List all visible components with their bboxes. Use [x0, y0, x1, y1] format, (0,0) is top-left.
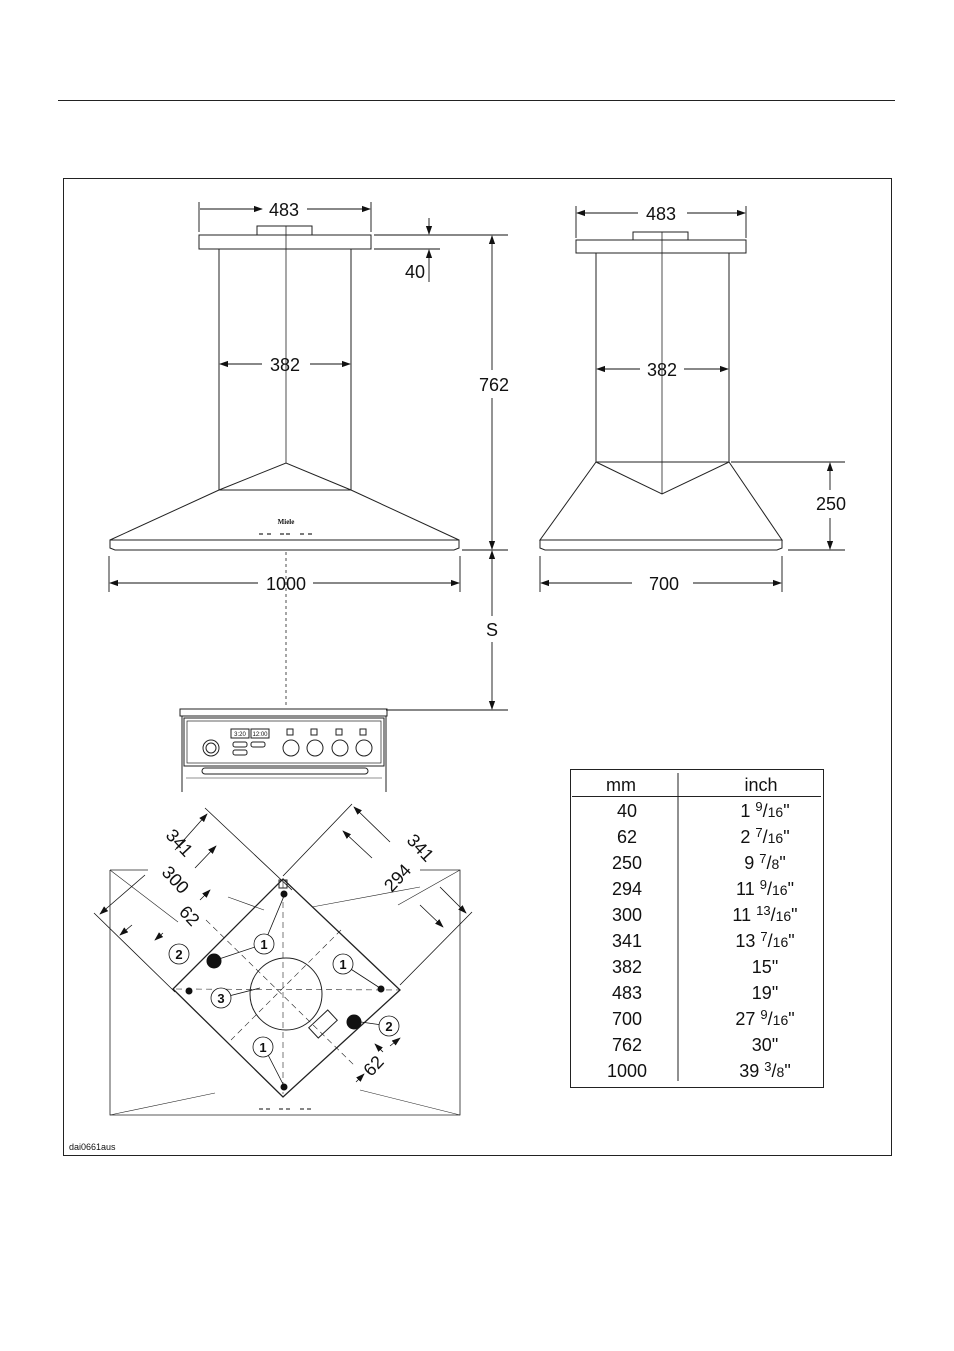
dim-plan-left-inner: 300 [158, 862, 193, 898]
range-display-left-text: 3:20 [234, 732, 246, 738]
table-cell-inch: 11 13/16" [732, 903, 797, 925]
side-cap-top [633, 232, 688, 240]
range-knob-1 [283, 740, 299, 756]
table-cell-inch: 2 7/16" [740, 825, 789, 847]
table-cell-inch: 39 3/8" [739, 1059, 790, 1081]
conversion-table: mm inch 40 1 9/16" 62 2 7/16" 250 9 7/8" 294 11… [571, 770, 824, 1088]
table-cell-mm: 300 [612, 905, 642, 925]
table-cell-mm: 762 [612, 1035, 642, 1055]
table-cell-inch: 15" [752, 957, 778, 977]
table-cell-mm: 250 [612, 853, 642, 873]
front-hood [110, 463, 459, 540]
drawing-reference: dai0661aus [69, 1142, 116, 1152]
dim-clearance: S [486, 620, 498, 640]
range-knob-4 [356, 740, 372, 756]
table-cell-mm: 294 [612, 879, 642, 899]
callout-1-bottom-label: 1 [259, 1040, 266, 1055]
cable-hole-left [207, 954, 222, 969]
dim-hood-depth: 700 [649, 574, 679, 594]
duct-opening [250, 958, 322, 1030]
dim-plan-right-outer: 341 [403, 830, 438, 866]
table-cell-inch: 19" [752, 983, 778, 1003]
callout-2-right-label: 2 [385, 1019, 392, 1034]
dim-side-width-top: 483 [646, 204, 676, 224]
callout-1-right-label: 1 [339, 957, 346, 972]
front-view [110, 226, 459, 708]
table-cell-mm: 40 [617, 801, 637, 821]
plan-view [110, 870, 460, 1115]
callout-1-top-label: 1 [260, 937, 267, 952]
table-cell-mm: 341 [612, 931, 642, 951]
cable-hole-right [347, 1015, 362, 1030]
front-cap-top [257, 226, 312, 235]
table-cell-inch: 30" [752, 1035, 778, 1055]
range-knob-main [203, 740, 219, 756]
mount-hole-right [378, 986, 385, 993]
table-header-inch: inch [744, 775, 777, 795]
plan-rectangle [309, 1010, 338, 1038]
table-cell-inch: 27 9/16" [735, 1007, 794, 1029]
dim-hood-height: 250 [816, 494, 846, 514]
table-cell-mm: 382 [612, 957, 642, 977]
front-cap [199, 235, 371, 249]
dim-hood-width: 1000 [266, 574, 306, 594]
table-cell-inch: 1 9/16" [740, 799, 789, 821]
hood-brand-logo: Miele [278, 518, 295, 526]
table-cell-mm: 1000 [607, 1061, 647, 1081]
table-cell-mm: 700 [612, 1009, 642, 1029]
side-dimensions [540, 206, 845, 592]
table-cell-mm: 62 [617, 827, 637, 847]
side-cap [576, 240, 746, 253]
dim-plan-left-outer: 341 [162, 825, 197, 861]
mount-hole-left [186, 988, 193, 995]
range-knob-3 [332, 740, 348, 756]
range-knob-2 [307, 740, 323, 756]
table-cell-inch: 13 7/16" [735, 929, 794, 951]
range-display-right-text: 12:00 [252, 732, 268, 738]
dim-plan-left-offset: 62 [175, 902, 203, 930]
table-cell-mm: 483 [612, 983, 642, 1003]
table-cell-inch: 9 7/8" [744, 851, 785, 873]
side-chimney [596, 253, 729, 462]
side-view [540, 232, 782, 550]
table-header-mm: mm [606, 775, 636, 795]
table-cell-inch: 11 9/16" [736, 877, 794, 899]
callout-2-left-label: 2 [175, 947, 182, 962]
table-rows: 40 1 9/16" 62 2 7/16" 250 9 7/8" 294 11 9/16" 30… [607, 799, 798, 1081]
dim-front-chimney: 382 [270, 355, 300, 375]
callouts [169, 896, 399, 1086]
dim-total-height: 762 [479, 375, 509, 395]
dim-cap-height: 40 [405, 262, 425, 282]
mount-hole-bottom [281, 1084, 288, 1091]
dim-plan-right-inner: 294 [380, 860, 415, 896]
callout-3-label: 3 [217, 991, 224, 1006]
dim-front-width-top: 483 [269, 200, 299, 220]
front-dimensions [109, 202, 508, 710]
range [180, 709, 387, 792]
dim-plan-right-offset: 62 [359, 1052, 387, 1080]
side-hood [540, 462, 782, 540]
dim-side-chimney: 382 [647, 360, 677, 380]
